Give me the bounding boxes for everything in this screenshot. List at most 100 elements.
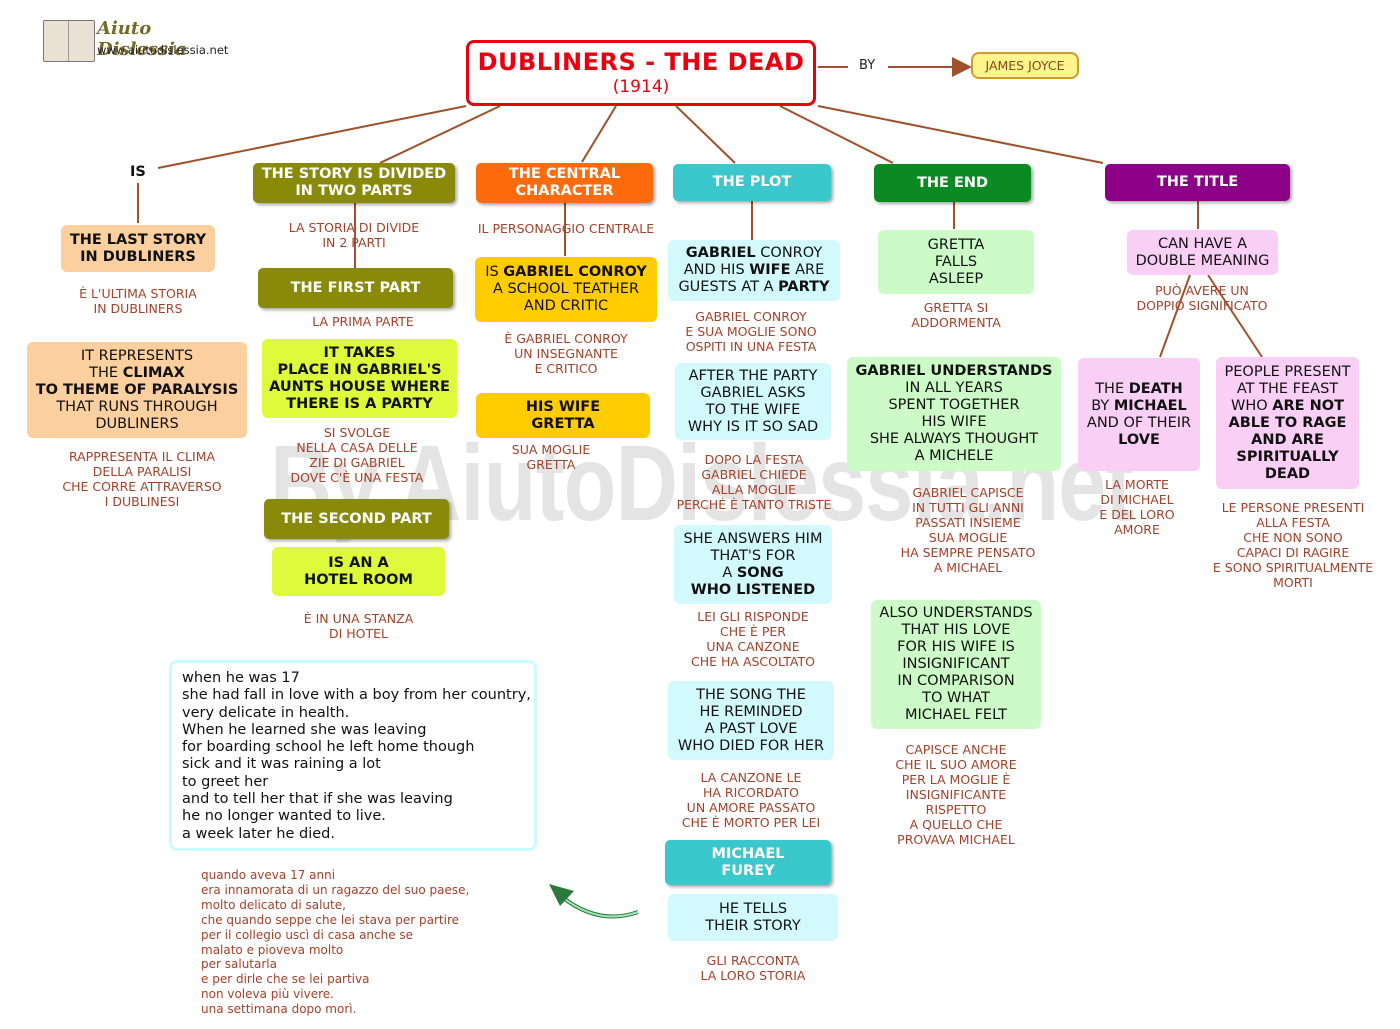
text-line: DELLA PARALISI bbox=[92, 464, 192, 479]
text-line: CHE NON SONO bbox=[1243, 530, 1343, 545]
text-line: A SCHOOL TEATHER bbox=[492, 281, 640, 297]
text-line: NELLA CASA DELLE bbox=[296, 440, 418, 455]
text-line: to greet her bbox=[182, 773, 269, 790]
text-line: IS AN A bbox=[328, 554, 389, 571]
text-line: HIS WIFE bbox=[921, 414, 987, 430]
text-line: PUÒ AVERE UN bbox=[1155, 283, 1249, 298]
title-branch-header: THE TITLE bbox=[1105, 164, 1290, 201]
gretta-asleep-box: GRETTA FALLS ASLEEP bbox=[878, 230, 1034, 294]
text-line: THEIR STORY bbox=[705, 917, 801, 934]
text-line: THE DEATH bbox=[1095, 381, 1183, 398]
text-line: PER LA MOGLIE È bbox=[901, 772, 1011, 787]
text-line: GRETTA bbox=[526, 457, 576, 472]
text-line: IN COMPARISON bbox=[897, 673, 1015, 689]
text-line: PASSATI INSIEME bbox=[915, 515, 1021, 530]
last-story-box: THE LAST STORY IN DUBLINERS bbox=[61, 225, 215, 272]
text-line: when he was 17 bbox=[182, 670, 300, 686]
book-icon bbox=[43, 20, 95, 62]
text-line: SPIRITUALLY bbox=[1236, 448, 1339, 465]
title-year: (1914) bbox=[612, 77, 670, 97]
text-line: malato e pioveva molto bbox=[201, 942, 344, 957]
double-meaning-box: CAN HAVE A DOUBLE MEANING bbox=[1127, 230, 1278, 275]
text-line: HE TELLS bbox=[718, 900, 788, 917]
text-line: THE SONG THE bbox=[696, 686, 806, 703]
text-line: È GABRIEL CONROY bbox=[504, 331, 628, 346]
text-line: DI HOTEL bbox=[328, 626, 389, 641]
text-line: ZIE DI GABRIEL bbox=[309, 455, 405, 470]
text-line: RISPETTO bbox=[925, 802, 987, 817]
text-line: ALLA FESTA bbox=[1256, 515, 1330, 530]
text-line: SPENT TOGETHER bbox=[888, 397, 1020, 413]
text-part: CONROY bbox=[755, 245, 823, 261]
also-understands-box: ALSO UNDERSTANDS THAT HIS LOVE FOR HIS W… bbox=[871, 600, 1041, 729]
backstory-note-it: quando aveva 17 anni era innamorata di u… bbox=[201, 868, 501, 1017]
first-part-text: IT TAKES PLACE IN GABRIEL'S AUNTS HOUSE … bbox=[262, 339, 457, 418]
text-line: IN TWO PARTS bbox=[295, 183, 413, 199]
text-line: THE CENTRAL bbox=[508, 166, 621, 182]
text-line: I DUBLINESI bbox=[104, 494, 180, 509]
text-line: CAPACI DI RAGIRE bbox=[1236, 545, 1350, 560]
text-line: era innamorata di un ragazzo del suo pae… bbox=[201, 882, 470, 897]
text-line: ADDORMENTA bbox=[911, 315, 1001, 330]
text-line: CHE HA ASCOLTATO bbox=[691, 654, 815, 669]
text-line: A MICHAEL bbox=[933, 560, 1003, 575]
text-line: AND HIS WIFE ARE bbox=[684, 262, 825, 279]
text-line: AFTER THE PARTY bbox=[688, 367, 818, 384]
text-line: E SUA MOGLIE SONO bbox=[685, 324, 817, 339]
text-line: che quando seppe che lei stava per parti… bbox=[201, 912, 460, 927]
text-line: AND ARE bbox=[1251, 431, 1324, 448]
text-line: CHE È MORTO PER LEI bbox=[681, 815, 821, 830]
second-part-text-it: È IN UNA STANZA DI HOTEL bbox=[272, 611, 445, 641]
understands-box: GABRIEL UNDERSTANDS IN ALL YEARS SPENT T… bbox=[847, 357, 1061, 471]
text-part: WIFE bbox=[749, 262, 791, 278]
text-line: LA STORIA DI DIVIDE bbox=[288, 220, 420, 235]
main-title-box: DUBLINERS - THE DEAD (1914) bbox=[466, 40, 816, 106]
first-part-text-it: SI SVOLGE NELLA CASA DELLE ZIE DI GABRIE… bbox=[262, 425, 452, 485]
text-part: MICHAEL bbox=[1113, 397, 1187, 414]
text-part: AND HIS bbox=[683, 262, 750, 278]
text-line: GABRIEL CONROY bbox=[686, 245, 822, 262]
text-line: ASLEEP bbox=[928, 270, 984, 287]
death-it: LA MORTE DI MICHAEL E DEL LORO AMORE bbox=[1078, 477, 1196, 537]
gretta-asleep-it: GRETTA SI ADDORMENTA bbox=[878, 300, 1034, 330]
text-line: PERCHÉ È TANTO TRISTE bbox=[676, 497, 832, 512]
guests-it: GABRIEL CONROY E SUA MOGLIE SONO OSPITI … bbox=[668, 309, 834, 354]
text-line: AT THE FEAST bbox=[1236, 380, 1339, 397]
text-line: ALSO UNDERSTANDS bbox=[879, 605, 1033, 621]
first-part-it: LA PRIMA PARTE bbox=[312, 314, 414, 329]
tells-it: GLI RACCONTA LA LORO STORIA bbox=[668, 953, 838, 983]
text-line: SI SVOLGE bbox=[323, 425, 391, 440]
text-line: AMORE bbox=[1114, 522, 1160, 537]
gabriel-box: IS GABRIEL CONROY A SCHOOL TEATHER AND C… bbox=[475, 257, 657, 322]
main-title: DUBLINERS - THE DEAD bbox=[477, 48, 805, 76]
parts-header: THE STORY IS DIVIDED IN TWO PARTS bbox=[253, 163, 455, 203]
text-line: CAPISCE ANCHE bbox=[905, 742, 1007, 757]
text-line: AUNTS HOUSE WHERE bbox=[269, 378, 450, 395]
also-understands-it: CAPISCE ANCHE CHE IL SUO AMORE PER LA MO… bbox=[876, 742, 1036, 847]
understands-it: GABRIEL CAPISCE IN TUTTI GLI ANNI PASSAT… bbox=[888, 485, 1048, 575]
text-line: THE LAST STORY bbox=[69, 231, 207, 248]
by-label: BY bbox=[859, 58, 876, 73]
text-line: PLACE IN GABRIEL'S bbox=[277, 361, 442, 378]
text-line: GRETTA bbox=[927, 236, 985, 253]
text-line: quando aveva 17 anni bbox=[201, 868, 336, 882]
text-line: WHY IS IT SO SAD bbox=[687, 418, 819, 435]
text-part: DEATH bbox=[1128, 380, 1183, 397]
text-part: THE bbox=[1095, 380, 1129, 397]
text-line: TO WHAT bbox=[922, 690, 990, 706]
logo[interactable]: Aiuto Dislessia www.aiutodislessia.net bbox=[43, 18, 228, 62]
text-line: and to tell her that if she was leaving bbox=[182, 791, 453, 808]
central-character-header: THE CENTRAL CHARACTER bbox=[476, 163, 653, 203]
death-box: THE DEATH BY MICHAEL AND OF THEIR LOVE bbox=[1078, 358, 1200, 471]
text-line: OSPITI IN UNA FESTA bbox=[685, 339, 817, 354]
text-line: A PAST LOVE bbox=[704, 720, 798, 737]
text-line: GABRIEL CONROY bbox=[695, 309, 807, 324]
text-line: CHE IL SUO AMORE bbox=[895, 757, 1017, 772]
text-line: GABRIEL CAPISCE bbox=[912, 485, 1024, 500]
text-line: THAT HIS LOVE bbox=[901, 622, 1011, 638]
represents-it: RAPPRESENTA IL CLIMA DELLA PARALISI CHE … bbox=[27, 449, 257, 509]
wife-it: SUA MOGLIE GRETTA bbox=[476, 442, 626, 472]
song-box: THE SONG THE HE REMINDED A PAST LOVE WHO… bbox=[668, 681, 834, 760]
text-line: A SONG bbox=[722, 565, 783, 582]
